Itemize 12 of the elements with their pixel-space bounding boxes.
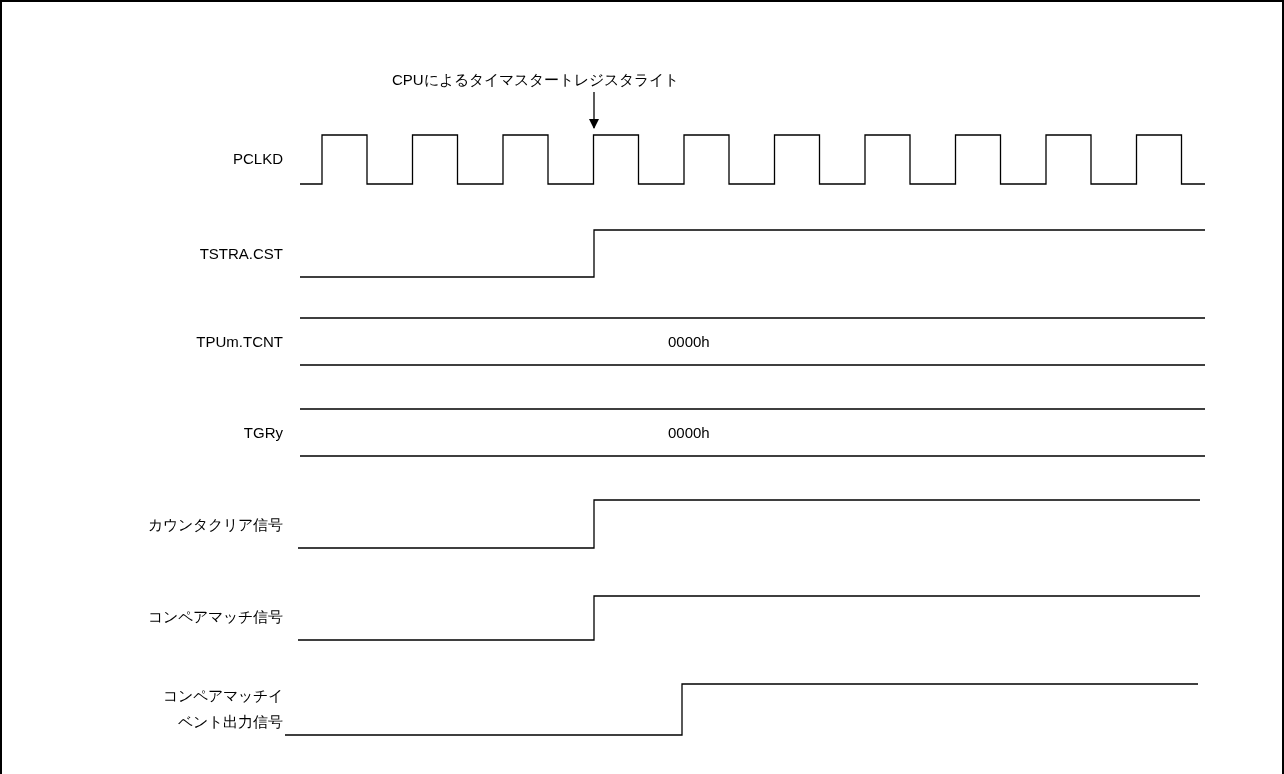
clock-waveform: [299, 134, 1206, 185]
signal-name: PCLKD: [232, 150, 283, 168]
signal-name: TSTRA.CST: [199, 245, 283, 263]
signal-name: コンペアマッチ信号: [148, 608, 283, 626]
arrow: [589, 91, 599, 129]
annotation-text: CPUによるタイマスタートレジスタライト: [392, 71, 679, 89]
signal-name: カウンタクリア信号: [148, 516, 283, 534]
bus-value: 0000h: [668, 333, 710, 351]
signal-name: コンペアマッチイベント出力信号: [162, 686, 283, 732]
signal-name: TGRy: [243, 424, 283, 442]
bus-value: 0000h: [668, 424, 710, 442]
signal-name: TPUm.TCNT: [196, 333, 283, 351]
